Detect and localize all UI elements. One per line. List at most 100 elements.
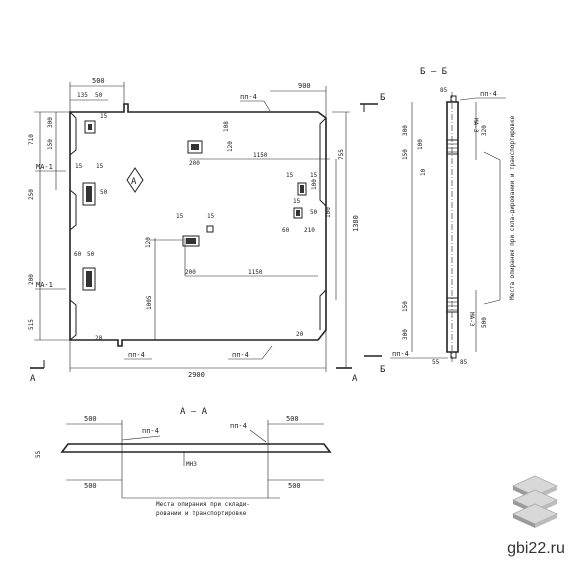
dim-1150-lower: 1150 — [248, 269, 263, 276]
dim-small-15e: 15 — [207, 213, 215, 220]
side-dim-55: 55 — [432, 359, 440, 366]
side-dim-85-bottom: 85 — [460, 359, 468, 366]
side-note-leaders — [483, 151, 501, 305]
side-dim-150-bottom: 150 — [402, 301, 409, 312]
insert-right-1-fill — [300, 185, 304, 193]
dim-top-500: 500 — [92, 77, 105, 85]
stacked-slabs-icon — [512, 475, 558, 528]
section-mark-a-left: A — [30, 374, 36, 384]
dim-top-135: 135 — [77, 92, 88, 99]
mark-diamond — [126, 167, 144, 193]
side-dim-10: 10 — [420, 168, 427, 176]
dim-small-60b: 60 — [282, 227, 290, 234]
section-note-line1: Места опирания при склади- — [156, 501, 250, 508]
section-note-line2: ровании и транспортировке — [156, 510, 247, 517]
dim-small-15g: 15 — [293, 198, 301, 205]
insert-right-1 — [297, 182, 307, 196]
insert-top-left-fill — [88, 124, 92, 130]
insert-center-small — [206, 225, 214, 233]
dim-small-120b: 120 — [145, 237, 152, 248]
insert-left-mid-fill — [86, 186, 92, 202]
section-a-view: А — А 500 500 55 500 500 пп-4 пп-4 МН3 М… — [35, 407, 332, 517]
dim-small-15d: 15 — [176, 213, 184, 220]
section-dim-500-br: 500 — [288, 482, 301, 490]
section-a-title: А — А — [180, 407, 208, 417]
dim-small-15h: 15 — [310, 172, 318, 179]
dim-small-50b: 50 — [87, 251, 95, 258]
section-dim-500-bl: 500 — [84, 482, 97, 490]
insert-top-left — [84, 120, 96, 134]
dim-small-15a: 15 — [100, 113, 108, 120]
side-support-upper — [446, 139, 459, 155]
panel-outline — [69, 103, 327, 347]
dim-small-15b: 15 — [75, 163, 83, 170]
panel-right-edge — [319, 117, 327, 330]
side-dim-500: 500 — [481, 317, 488, 328]
section-mark-a-right: A — [352, 374, 358, 384]
side-dim-300-bottom: 300 — [402, 329, 409, 340]
insert-left-mid — [82, 182, 96, 206]
dim-2900: 2900 — [188, 371, 205, 379]
dim-755: 755 — [338, 149, 345, 160]
label-pp4-bottom-left: пп-4 — [128, 351, 145, 359]
insert-upper — [187, 140, 203, 154]
side-dim-300-top: 300 — [402, 125, 409, 136]
section-leader-pp4-left — [121, 435, 161, 441]
section-dim-500-tr: 500 — [286, 415, 299, 423]
section-mark-b-top: Б — [380, 93, 385, 103]
side-dim-100: 100 — [417, 139, 424, 150]
insert-center-fill — [186, 238, 196, 244]
side-label-pp4-bottom: пп-4 — [392, 350, 409, 358]
section-leader-pp4-right — [249, 429, 267, 443]
insert-left-low — [82, 267, 96, 291]
side-title: Б — Б — [420, 67, 447, 77]
side-support-lower — [446, 297, 459, 313]
dim-1005: 1005 — [146, 295, 153, 310]
section-dim-500-tl: 500 — [84, 415, 97, 423]
dim-small-60a: 60 — [74, 251, 82, 258]
side-dim-320: 320 — [481, 125, 488, 136]
mark-diamond-label: A — [131, 177, 137, 187]
dim-20-right: 20 — [296, 331, 304, 338]
insert-right-2-fill — [296, 210, 300, 216]
panel-left-edge — [69, 111, 77, 341]
dim-small-50c: 50 — [310, 209, 318, 216]
dim-left-300: 300 — [47, 117, 54, 128]
dim-top-50: 50 — [95, 92, 103, 99]
label-ma1-upper: МА-1 — [36, 163, 53, 171]
side-support-note: Места опирания при скла-дировании и тран… — [509, 115, 516, 300]
section-label-mn3: МН3 — [186, 461, 197, 468]
insert-center — [182, 235, 200, 247]
plan-view: A 500 135 50 900 пп-4 пп-4 пп-4 МА-1 МА-… — [28, 77, 385, 384]
dim-1150-upper: 1150 — [253, 152, 268, 159]
dim-small-108: 108 — [223, 121, 230, 132]
site-watermark[interactable]: gbi22.ru — [507, 540, 565, 557]
dim-left-710: 710 — [28, 134, 35, 145]
insert-right-2 — [293, 207, 303, 219]
leader-pp4-br-tail — [261, 345, 273, 360]
dim-small-100: 100 — [311, 179, 318, 190]
section-a-outline — [60, 443, 332, 453]
section-label-pp4-left: пп-4 — [142, 427, 159, 435]
dim-top-900: 900 — [298, 82, 311, 90]
side-dim-85-top: 85 — [440, 87, 448, 94]
dim-left-250: 250 — [28, 189, 35, 200]
side-leader-pp4-top-tail — [459, 97, 477, 101]
side-loop-bottom — [450, 351, 457, 359]
section-mark-b-bottom: Б — [380, 365, 385, 375]
dim-small-15f: 15 — [286, 172, 294, 179]
dim-20-left: 20 — [95, 335, 103, 342]
dim-small-15c: 15 — [96, 163, 104, 170]
label-pp4-top: пп-4 — [240, 93, 257, 101]
dim-small-50a: 50 — [100, 189, 108, 196]
dim-200-lower: 200 — [185, 269, 196, 276]
insert-left-low-fill — [86, 271, 92, 287]
section-label-pp4-right: пп-4 — [230, 422, 247, 430]
dim-right-100: 100 — [325, 207, 332, 218]
dim-left-515: 515 — [28, 319, 35, 330]
side-loop-top — [450, 95, 457, 103]
label-pp4-bottom-right: пп-4 — [232, 351, 249, 359]
label-ma1-lower: МА-1 — [36, 281, 53, 289]
side-label-pp4-top: пп-4 — [480, 90, 497, 98]
